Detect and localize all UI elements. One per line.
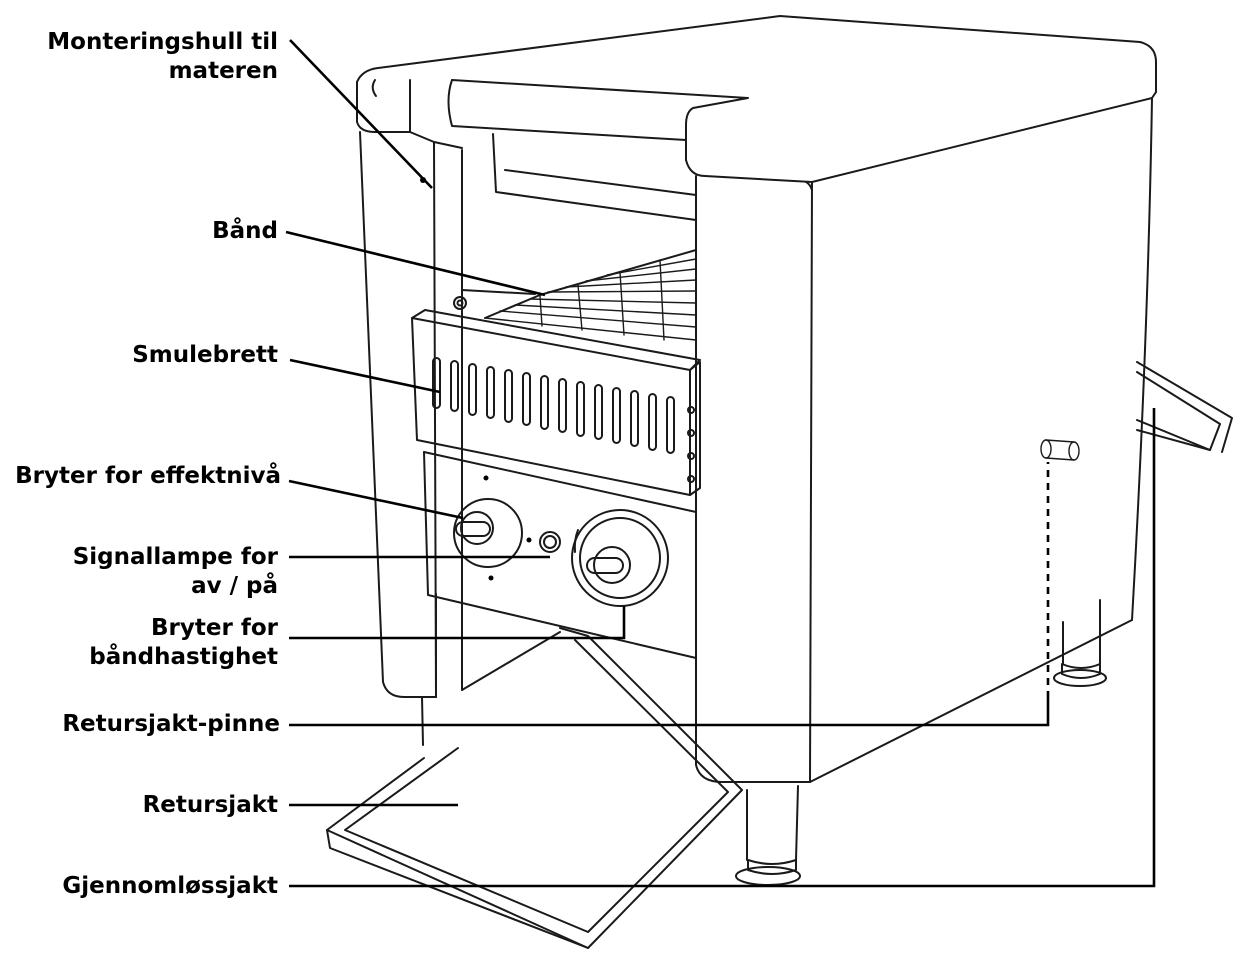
label-smulebrett: Smulebrett (132, 342, 278, 368)
leader-lines (285, 39, 1156, 888)
label-monteringshull: Monteringshull til materen (47, 29, 278, 84)
crumb-tray (411, 309, 701, 496)
label-gjennomlop: Gjennomløssjakt (62, 873, 278, 899)
left-side-panel (359, 79, 561, 746)
power-level-knob-icon (453, 475, 532, 581)
discharge-chute (1136, 361, 1233, 453)
feet (735, 599, 1107, 886)
belt-speed-knob-icon (571, 509, 669, 607)
label-bryter-effekt: Bryter for effektnivå (15, 463, 281, 489)
label-retursjakt: Retursjakt (142, 792, 278, 818)
top-cover (356, 15, 1157, 183)
label-band: Bånd (212, 218, 278, 244)
label-bryter-band: Bryter for båndhastighet (89, 615, 278, 670)
return-chute-tray (326, 627, 743, 949)
return-chute-pin-icon (1040, 439, 1080, 461)
right-side-panel (695, 97, 1153, 783)
label-signallampe: Signallampe for av / på (72, 544, 278, 599)
label-retursjakt-pinne: Retursjakt-pinne (62, 711, 280, 737)
inner-opening (453, 133, 697, 310)
indicator-lamp-icon (539, 531, 561, 553)
